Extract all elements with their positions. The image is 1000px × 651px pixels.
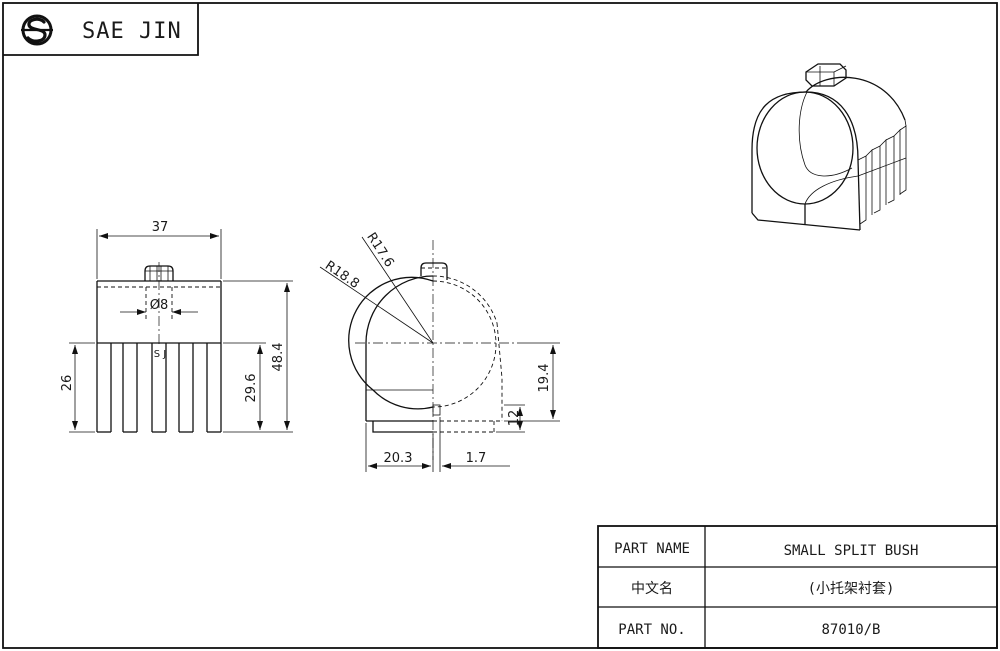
offset-dim: 20.3 (384, 451, 413, 466)
title-block: PART NAME SMALL SPLIT BUSH 中文名 (小托架衬套) P… (597, 525, 998, 649)
side-view: R17.6 R18.8 19.4 12 20.3 1.7 (319, 230, 560, 472)
mid-height-dim: 29.6 (244, 374, 259, 403)
outer-radius-dim: R18.8 (322, 258, 362, 292)
total-height-dim: 48.4 (271, 343, 286, 372)
part-no-label: PART NO. (618, 622, 685, 638)
slot-height-dim: 26 (60, 375, 75, 392)
lip-dim: 1.7 (466, 451, 487, 466)
part-name-value: SMALL SPLIT BUSH (784, 543, 919, 559)
brand-box: SAE JIN (3, 3, 199, 56)
iso-teeth (857, 119, 907, 225)
part-no-value: 87010/B (821, 622, 880, 638)
chinese-name-label: 中文名 (631, 581, 673, 597)
chinese-name-value: (小托架衬套) (808, 581, 895, 597)
isometric-view (751, 63, 907, 231)
brand-name: SAE JIN (82, 19, 182, 44)
base-height-dim: 12 (507, 410, 522, 427)
front-view: Ø8 S J 37 26 29.6 48.4 (60, 220, 293, 433)
bush-teeth (97, 343, 221, 433)
hole-diameter-dim: Ø8 (150, 298, 169, 313)
center-height-dim: 19.4 (537, 364, 552, 393)
engraving-text: S J (154, 349, 166, 360)
sae-jin-logo-icon (21, 14, 53, 46)
width-dim: 37 (152, 220, 169, 235)
part-name-label: PART NAME (614, 541, 690, 557)
iso-clip (805, 63, 847, 87)
